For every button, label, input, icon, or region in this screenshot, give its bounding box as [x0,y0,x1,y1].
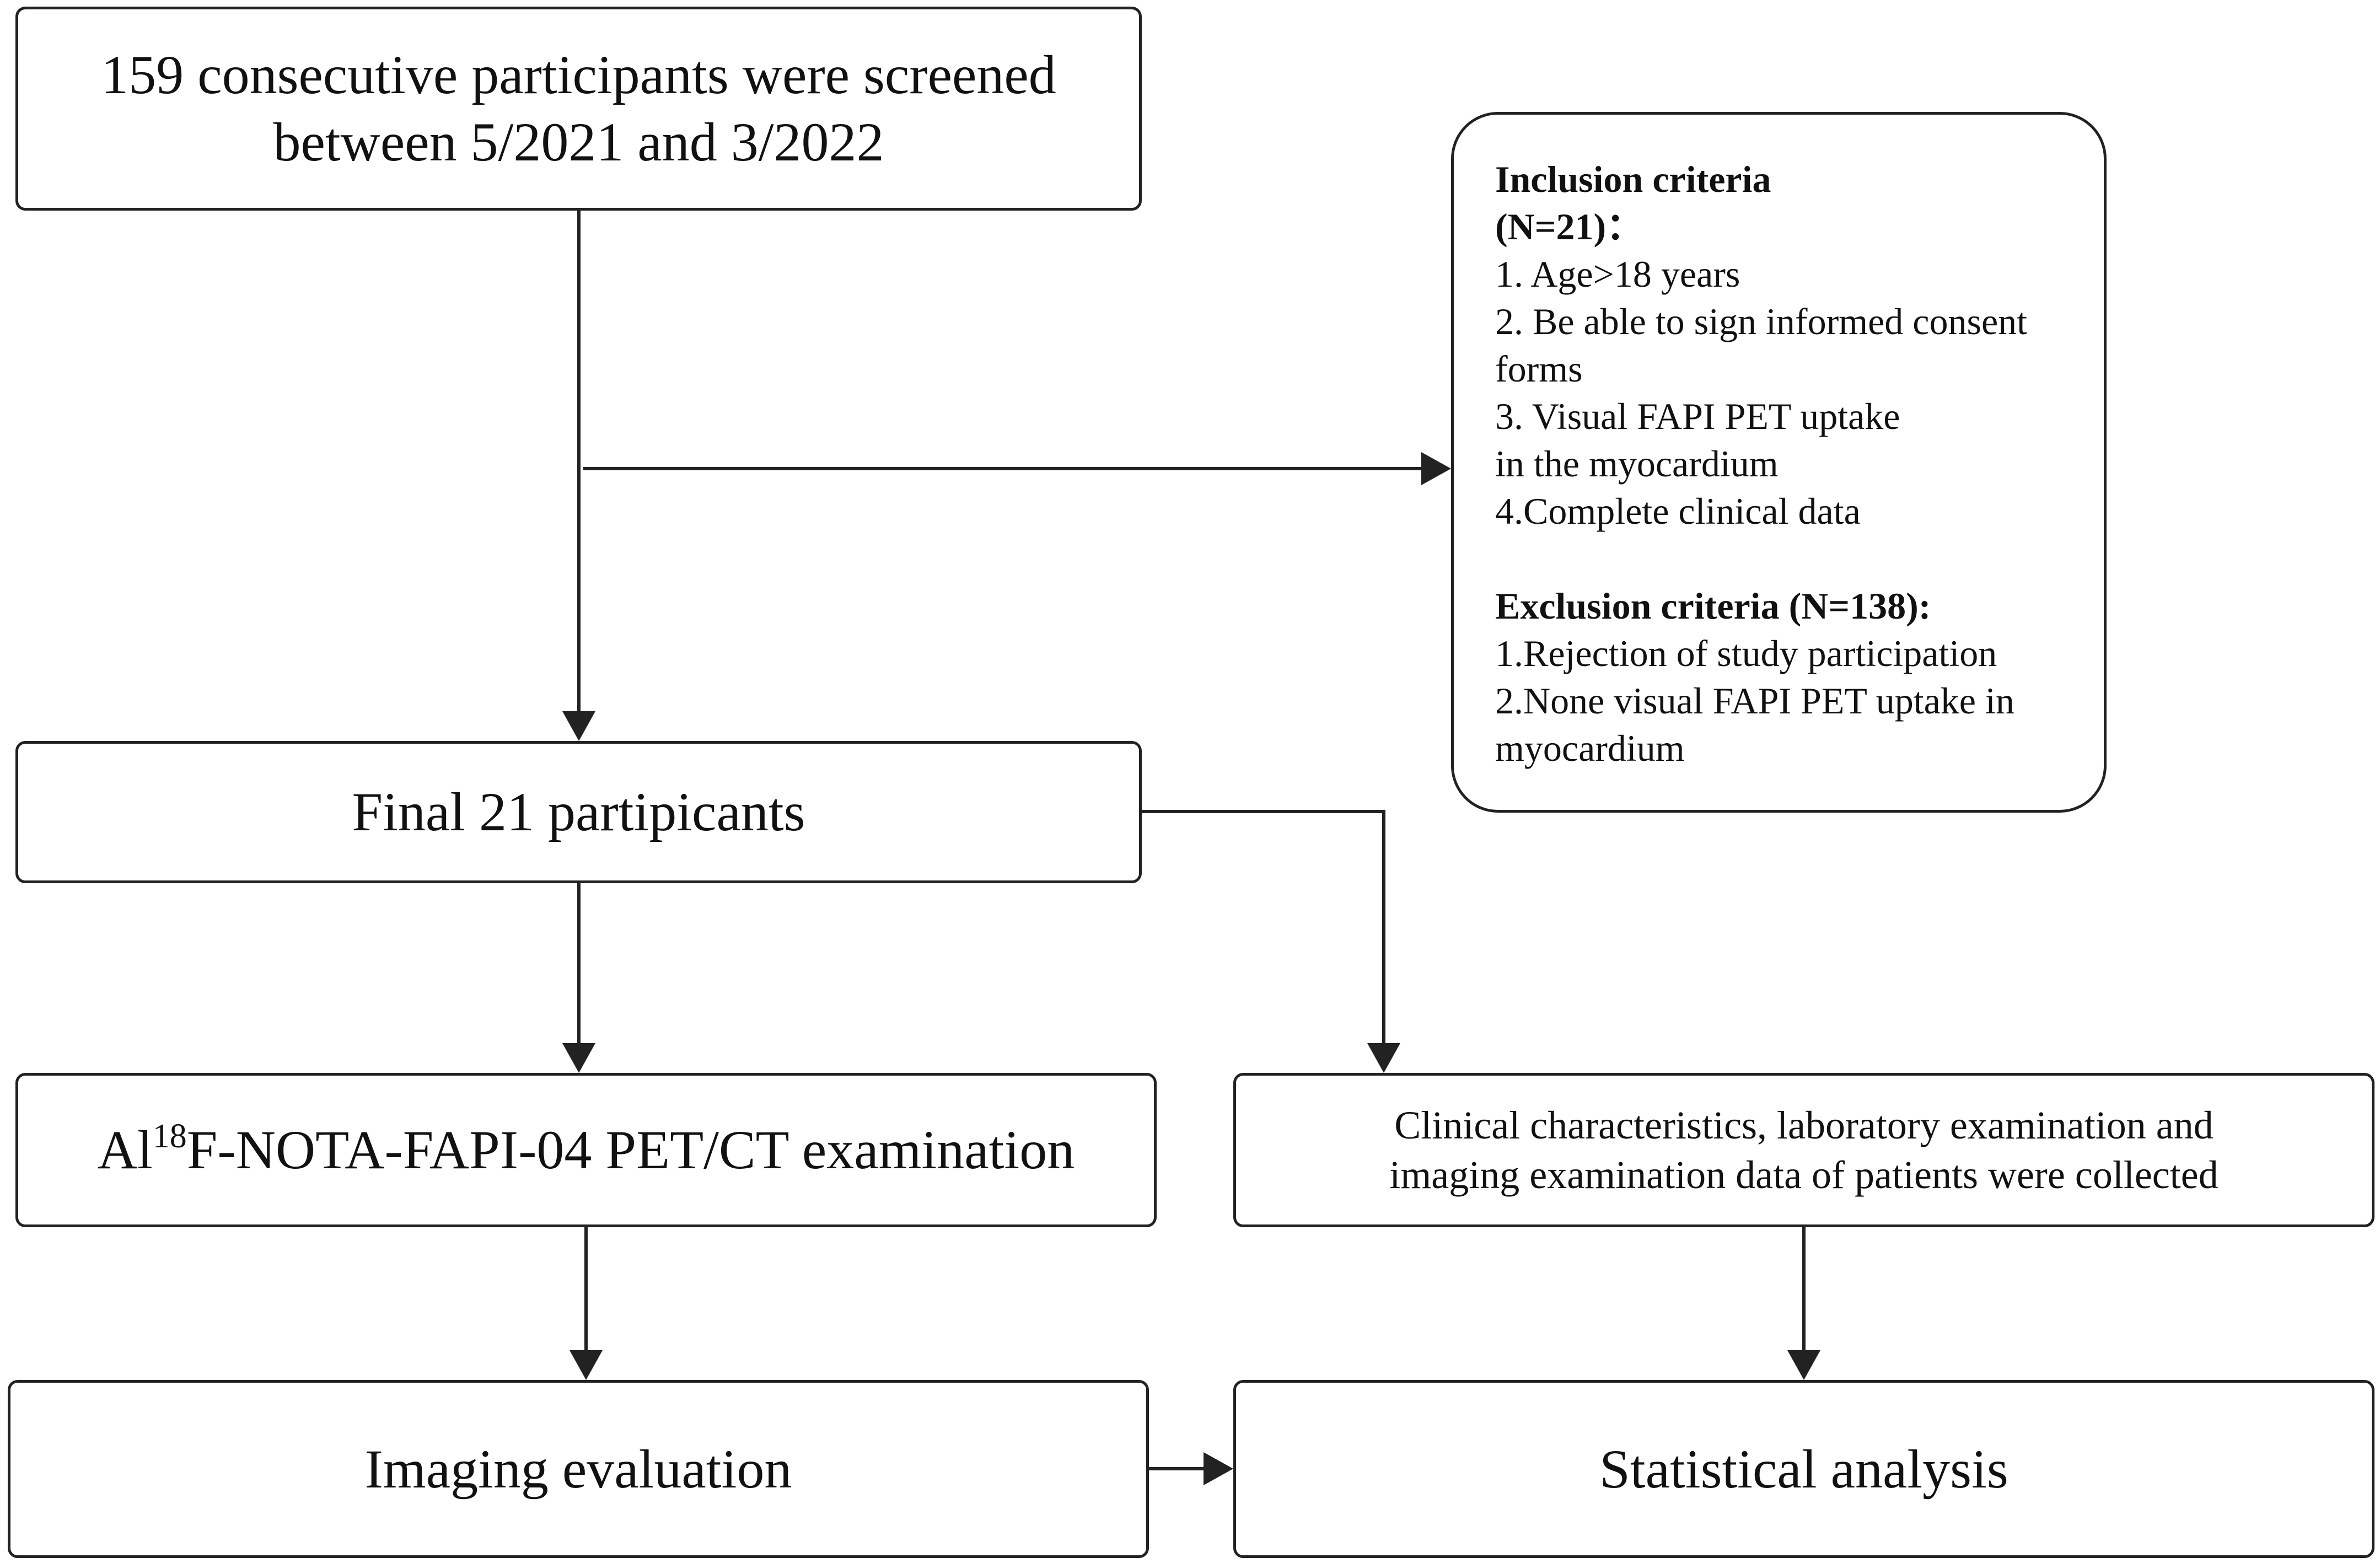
arrowhead-to-criteria [1421,452,1451,485]
inclusion-item: forms [1495,348,1583,390]
arrowhead-petct-to-imaging [570,1350,603,1380]
arrowhead-final-to-petct [562,1043,595,1073]
inclusion-item: 1. Age>18 years [1495,253,1740,295]
petct-superscript: 18 [152,1118,187,1155]
inclusion-count: (N=21)： [1495,206,1644,248]
final-participants-box: Final 21 partipicants [15,741,1142,883]
arrowhead-final-to-clinical [1367,1043,1400,1073]
petct-examination-label: Al18F-NOTA-FAPI-04 PET/CT examination [98,1116,1075,1184]
clinical-line-1: Clinical characteristics, laboratory exa… [1394,1103,2214,1147]
arrowhead-screening-to-final [562,711,595,741]
statistical-analysis-label: Statistical analysis [1599,1438,2008,1500]
imaging-evaluation-label: Imaging evaluation [364,1438,792,1500]
criteria-box: Inclusion criteria (N=21)： 1. Age>18 yea… [1451,112,2107,813]
screening-text: 159 consecutive participants were screen… [101,41,1056,176]
inclusion-item: in the myocardium [1495,443,1779,485]
petct-examination-box: Al18F-NOTA-FAPI-04 PET/CT examination [15,1073,1157,1227]
petct-prefix: Al [97,1119,153,1180]
clinical-data-box: Clinical characteristics, laboratory exa… [1233,1073,2374,1227]
arrowhead-clinical-to-statistical [1787,1350,1820,1380]
exclusion-item: 1.Rejection of study participation [1495,632,1997,674]
arrow-final-to-clinical [1142,810,1385,1048]
clinical-data-text: Clinical characteristics, laboratory exa… [1389,1100,2218,1200]
arrowhead-imaging-to-statistical [1204,1452,1233,1485]
inclusion-title: Inclusion criteria [1495,158,1771,200]
inclusion-item: 3. Visual FAPI PET uptake [1495,395,1900,437]
exclusion-item: myocardium [1495,727,1685,769]
screening-box: 159 consecutive participants were screen… [15,7,1142,211]
inclusion-item: 2. Be able to sign informed consent [1495,300,2028,342]
criteria-spacer [1495,535,2027,582]
exclusion-item: 2.None visual FAPI PET uptake in [1495,680,2014,722]
inclusion-item: 4.Complete clinical data [1495,490,1861,532]
clinical-line-2: imaging examination data of patients wer… [1389,1153,2218,1197]
exclusion-title: Exclusion criteria (N=138): [1495,585,1931,627]
petct-suffix: F-NOTA-FAPI-04 PET/CT examination [186,1119,1075,1180]
screening-line-1: 159 consecutive participants were screen… [101,44,1056,105]
criteria-text: Inclusion criteria (N=21)： 1. Age>18 yea… [1495,155,2027,772]
screening-line-2: between 5/2021 and 3/2022 [273,111,884,173]
imaging-evaluation-box: Imaging evaluation [8,1380,1149,1558]
final-participants-label: Final 21 partipicants [352,781,805,842]
statistical-analysis-box: Statistical analysis [1233,1380,2374,1558]
